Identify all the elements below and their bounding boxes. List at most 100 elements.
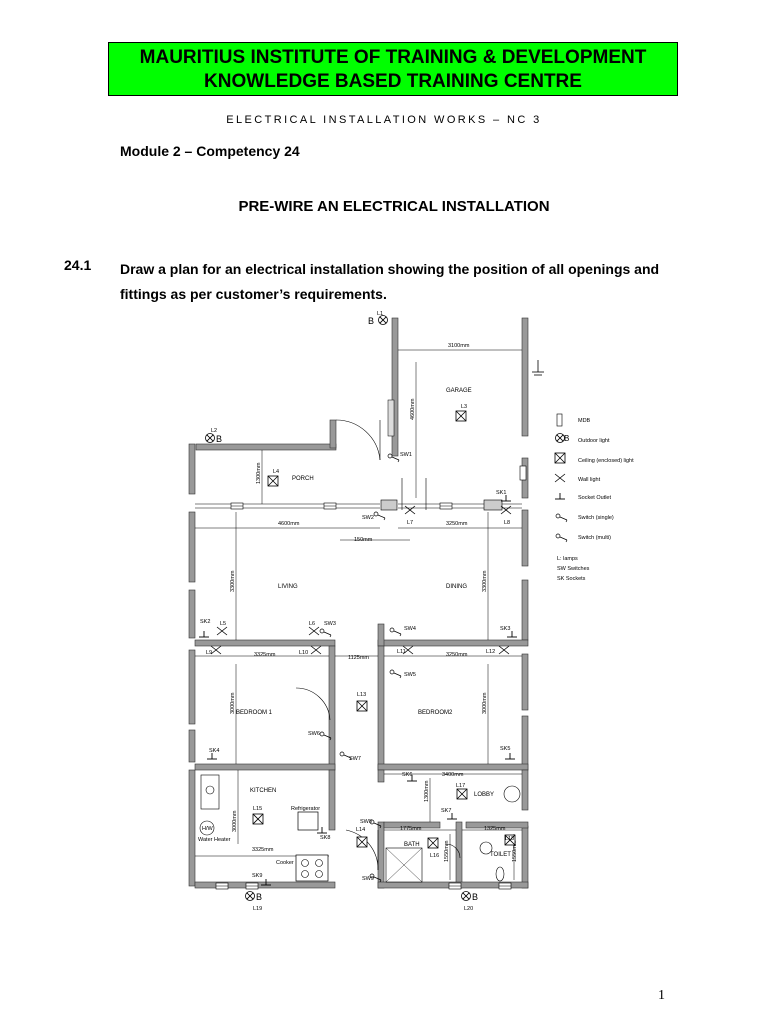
b-mark: B <box>216 434 222 444</box>
earth-symbol <box>532 360 544 376</box>
lamp-symbols <box>205 315 516 901</box>
dim-living-depth: 3300mm <box>230 570 236 592</box>
dim-toilet-width: 1325mm <box>484 826 506 832</box>
water-heater-label: Water Heater <box>198 837 231 843</box>
legend-mdb: MDB <box>578 418 591 424</box>
dimension-labels: 3100mm 4600mm 1300mm 4600mm 3250mm 150mm… <box>230 343 518 862</box>
dim-gap: 150mm <box>354 537 373 543</box>
lamp-label: L12 <box>486 649 495 655</box>
dim-dining-width: 3250mm <box>446 521 468 527</box>
building-walls <box>188 317 529 889</box>
lamp-label: L18 <box>505 836 514 842</box>
dim-bed1-depth: 3000mm <box>230 692 236 714</box>
lamp-label: L17 <box>456 783 465 789</box>
partition-lines <box>195 478 522 511</box>
room-labels: GARAGE PORCH LIVING DINING BEDROOM 1 BED… <box>236 388 511 858</box>
dining-label: DINING <box>446 584 467 590</box>
lamp-label: L15 <box>253 806 262 812</box>
refrigerator-label: Refrigerator <box>291 806 320 812</box>
dim-lobby-depth: 1300mm <box>424 780 430 802</box>
lamp-label: L13 <box>357 692 366 698</box>
lamp-label: L4 <box>273 469 279 475</box>
lobby-label: LOBBY <box>474 792 494 798</box>
socket-label: SK9 <box>252 873 262 879</box>
door-swings <box>295 419 461 871</box>
legend-note-sk: SK Sockets <box>557 576 586 582</box>
dim-bed2-depth: 3000mm <box>482 692 488 714</box>
question-number: 24.1 <box>64 257 92 273</box>
dim-hall-width: 1125mm <box>348 655 369 661</box>
dim-lobby-width: 3400mm <box>442 772 464 778</box>
dim-bath-depth: 1550mm <box>444 840 450 862</box>
switch-label: SW4 <box>404 626 416 632</box>
b-mark: B <box>368 316 374 326</box>
centre-name: KNOWLEDGE BASED TRAINING CENTRE <box>204 71 582 92</box>
bedroom2-label: BEDROOM2 <box>418 710 453 716</box>
socket-label: SK5 <box>500 746 510 752</box>
dim-dining-depth: 3300mm <box>482 570 488 592</box>
lamp-label: L11 <box>397 649 406 655</box>
bedroom1-label: BEDROOM 1 <box>236 710 273 716</box>
wall-light-icon <box>554 473 566 483</box>
dim-porch-depth: 1300mm <box>256 462 262 484</box>
legend-ceiling: Ceiling (enclosed) light <box>578 458 634 464</box>
lamp-label: L9 <box>206 650 212 656</box>
switch-label: SW9 <box>362 876 374 882</box>
lamp-label: L14 <box>356 827 365 833</box>
socket-label: SK3 <box>500 626 510 632</box>
socket-label: SK1 <box>496 490 506 496</box>
lamp-label: L6 <box>309 621 315 627</box>
section-heading: PRE-WIRE AN ELECTRICAL INSTALLATION <box>238 198 550 215</box>
legend-switch-multi: Switch (multi) <box>578 535 611 541</box>
dim-toilet-depth: 1550mm <box>512 840 518 862</box>
b-mark: B <box>472 892 478 902</box>
b-mark: B <box>564 434 569 443</box>
lamp-label: L10 <box>299 650 308 656</box>
fixtures <box>199 399 527 883</box>
lamp-label: L20 <box>464 906 473 912</box>
outdoor-b-marks: B B B B <box>216 316 478 902</box>
legend-outdoor: Outdoor light <box>578 438 610 444</box>
switch-label: SW6 <box>308 731 320 737</box>
ceiling-light-icon <box>554 452 566 464</box>
switch-labels: SW1 SW2 SW3 SW4 SW5 SW6 SW7 SW8 SW9 <box>308 452 416 882</box>
lamp-label: L19 <box>253 906 262 912</box>
switch-label: SW1 <box>400 452 412 458</box>
switch-label: SW5 <box>404 672 416 678</box>
b-mark: B <box>256 892 262 902</box>
cooker-label: Cooker <box>276 860 294 866</box>
living-label: LIVING <box>278 584 298 590</box>
dim-living-width: 4600mm <box>278 521 300 527</box>
socket-label: SK8 <box>320 835 330 841</box>
dim-bed2-width: 3250mm <box>446 652 468 658</box>
dim-bath-width: 1775mm <box>400 826 422 832</box>
dim-garage-width: 3100mm <box>448 343 470 349</box>
lamp-labels: L1 L2 L3 L4 L5 L6 L7 L8 L9 L10 L11 L12 L… <box>206 311 514 912</box>
dim-kitchen-width: 3325mm <box>252 847 274 853</box>
lamp-label: L1 <box>377 311 383 317</box>
institute-name: MAURITIUS INSTITUTE OF TRAINING & DEVELO… <box>139 47 647 68</box>
course-subtitle: ELECTRICAL INSTALLATION WORKS – NC 3 <box>226 114 542 126</box>
lamp-label: L3 <box>461 404 467 410</box>
lamp-label: L7 <box>407 520 413 526</box>
socket-label: SK4 <box>209 748 219 754</box>
socket-labels: SK1 SK2 SK3 SK4 SK5 SK6 SK7 SK8 SK9 <box>200 490 510 879</box>
socket-label: SK2 <box>200 619 210 625</box>
lamp-label: L8 <box>504 520 510 526</box>
bath-label: BATH <box>404 842 420 848</box>
switch-label: SW3 <box>324 621 336 627</box>
lamp-label: L2 <box>211 428 217 434</box>
switch-single-icon <box>555 513 568 523</box>
legend-switch-single: Switch (single) <box>578 515 614 521</box>
dim-garage-depth: 4600mm <box>410 398 416 420</box>
question-text: Draw a plan for an electrical installati… <box>120 261 660 302</box>
legend-socket: Socket Outlet <box>578 495 611 501</box>
hw-label: H/W <box>202 826 214 832</box>
socket-label: SK6 <box>402 772 412 778</box>
lamp-label: L16 <box>430 853 439 859</box>
institute-banner: MAURITIUS INSTITUTE OF TRAINING & DEVELO… <box>108 42 678 96</box>
switch-label: SW2 <box>362 515 374 521</box>
switch-multi-icon <box>555 533 568 543</box>
lamp-label: L5 <box>220 621 226 627</box>
